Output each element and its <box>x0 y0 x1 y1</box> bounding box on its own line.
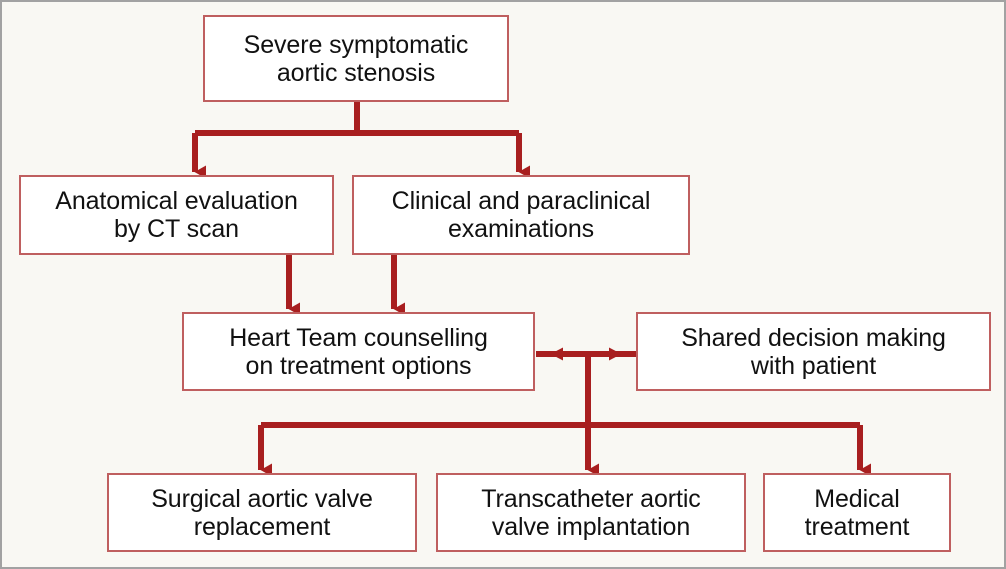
node-line-1: Transcatheter aortic <box>481 484 701 513</box>
node-shared-decision-making-with-patient[interactable]: Shared decision making with patient <box>636 312 991 391</box>
node-line-1: Shared decision making <box>681 323 946 352</box>
node-line-1: Heart Team counselling <box>229 323 488 352</box>
node-line-1: Clinical and paraclinical <box>391 187 651 215</box>
node-line-2: aortic stenosis <box>276 58 436 87</box>
node-line-2: with patient <box>750 351 877 380</box>
node-severe-symptomatic-aortic-stenosis[interactable]: Severe symptomatic aortic stenosis <box>203 15 509 102</box>
node-line-1: Medical <box>814 484 900 513</box>
node-line-2: on treatment options <box>245 351 472 380</box>
node-transcatheter-aortic-valve-implantation[interactable]: Transcatheter aortic valve implantation <box>436 473 746 552</box>
node-line-2: examinations <box>447 215 595 243</box>
node-line-1: Anatomical evaluation <box>55 187 298 215</box>
node-clinical-and-paraclinical-examinations[interactable]: Clinical and paraclinical examinations <box>352 175 690 255</box>
node-surgical-aortic-valve-replacement[interactable]: Surgical aortic valve replacement <box>107 473 417 552</box>
node-line-2: replacement <box>193 512 331 541</box>
node-heart-team-counselling-on-treatment-options[interactable]: Heart Team counselling on treatment opti… <box>182 312 535 391</box>
node-anatomical-evaluation-by-ct-scan[interactable]: Anatomical evaluation by CT scan <box>19 175 334 255</box>
node-medical-treatment[interactable]: Medical treatment <box>763 473 951 552</box>
node-line-2: by CT scan <box>114 215 239 243</box>
node-line-1: Surgical aortic valve <box>151 484 373 513</box>
node-line-2: valve implantation <box>491 512 691 541</box>
node-line-2: treatment <box>804 512 910 541</box>
node-line-1: Severe symptomatic <box>243 30 469 59</box>
